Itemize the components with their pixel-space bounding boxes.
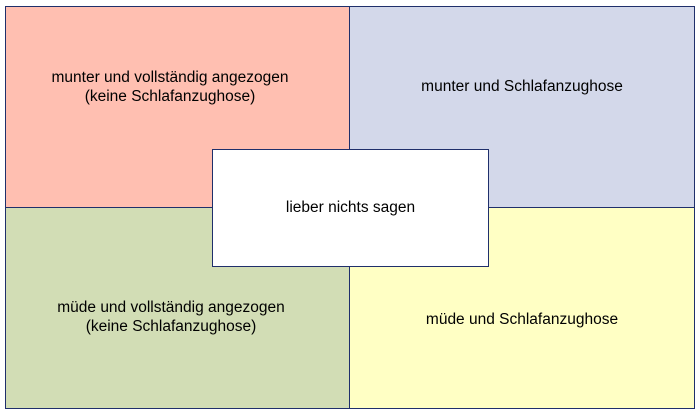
quadrant-bottom-right-label: müde und Schlafanzughose	[425, 310, 619, 328]
center-box: lieber nichts sagen	[212, 149, 489, 267]
center-box-label: lieber nichts sagen	[285, 199, 416, 216]
quadrant-top-right-label: munter und Schlafanzughose	[421, 78, 623, 96]
quadrant-top-right: munter und Schlafanzughose	[349, 6, 695, 209]
quadrant-top-left-label: munter und vollständig angezogen (keine …	[51, 68, 289, 105]
quadrant-bottom-left-label: müde und vollständig angezogen (keine Sc…	[57, 299, 285, 335]
quadrant-bottom-left: müde und vollständig angezogen (keine Sc…	[5, 207, 351, 409]
quadrant-top-left: munter und vollständig angezogen (keine …	[5, 6, 351, 209]
